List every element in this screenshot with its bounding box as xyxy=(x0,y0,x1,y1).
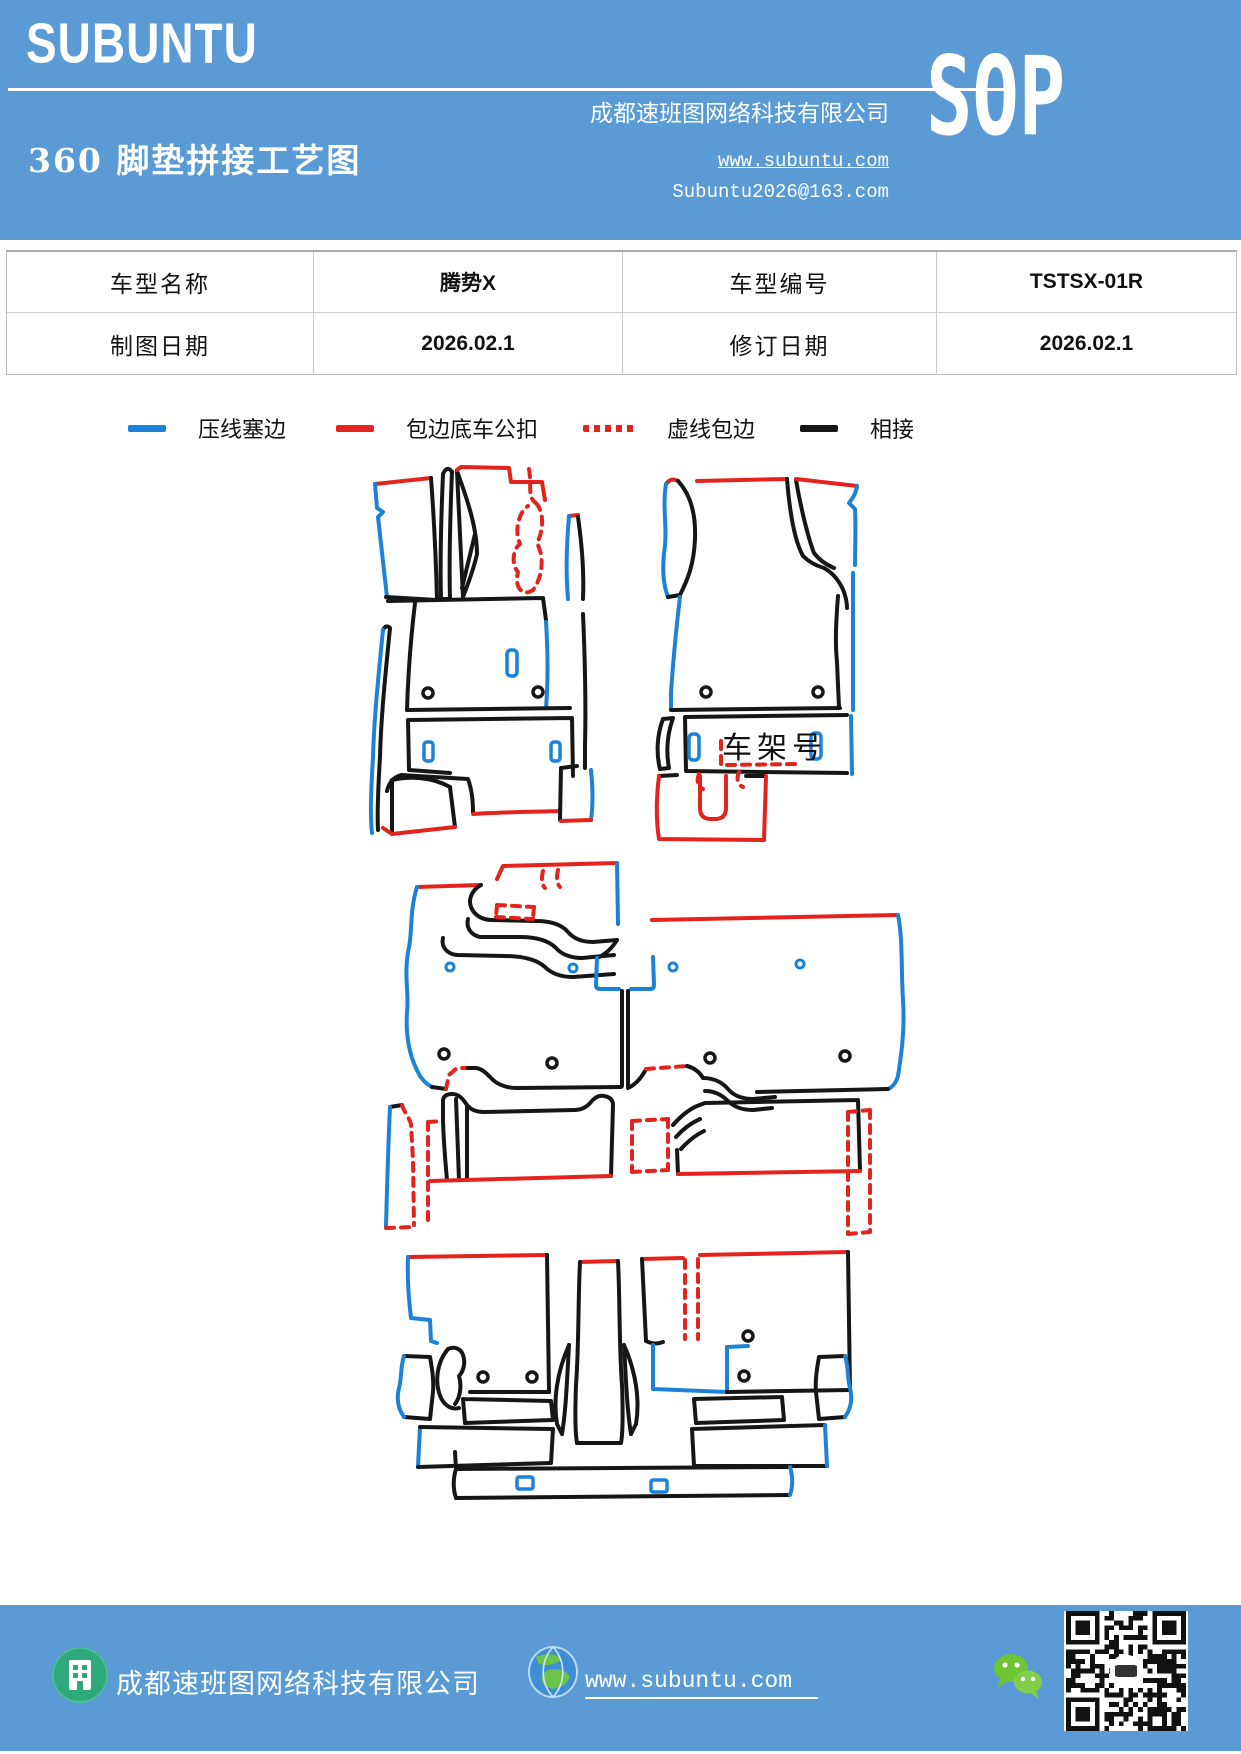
legend-swatch-black-solid xyxy=(800,424,838,432)
table-cell-revdate-value: 2026.02.1 xyxy=(1039,331,1134,355)
table-cell-model-label: 车型名称 xyxy=(7,252,314,313)
front-left-mat xyxy=(368,465,595,836)
wechat-icon xyxy=(994,1654,1042,1699)
page-title: 360 脚垫拼接工艺图 xyxy=(28,141,362,180)
legend-item-join: 相接 xyxy=(800,412,914,444)
legend-swatch-red-solid xyxy=(336,424,374,432)
sop-label: SOP xyxy=(926,34,1066,161)
header-website-link[interactable]: www.subuntu.com xyxy=(717,150,889,172)
legend-swatch-red-dashed xyxy=(583,424,635,432)
frame-number-label: 车架号 xyxy=(722,731,827,766)
connector-strips xyxy=(384,1092,872,1236)
table-cell-code-value: TSTSX-01R xyxy=(937,252,1236,313)
brand-logo-text: SUBUNTU xyxy=(26,11,258,75)
table-cell-model-value: 腾势X xyxy=(314,252,623,313)
header-company-name: 成都速班图网络科技有限公司 xyxy=(590,101,889,127)
header-banner: SUBUNTU 成都速班图网络科技有限公司 SOP 360 脚垫拼接工艺图 ww… xyxy=(0,0,1241,240)
footer-company-name: 成都速班图网络科技有限公司 xyxy=(116,1669,480,1700)
legend-label: 相接 xyxy=(870,418,915,443)
table-cell-drawdate-label: 制图日期 xyxy=(7,313,314,374)
front-right-mat: 车架号 xyxy=(654,477,859,842)
header-divider-line xyxy=(8,88,1008,91)
second-row-mats xyxy=(404,861,906,1112)
legend-label: 包边底车公扣 xyxy=(406,418,539,443)
legend-label: 压线塞边 xyxy=(198,418,287,443)
header-email: Subuntu2026@163.com xyxy=(672,181,889,203)
qr-code xyxy=(1064,1611,1188,1731)
vehicle-info-table: 车型名称 腾势X 车型编号 TSTSX-01R 制图日期 2026.02.1 修… xyxy=(6,250,1237,375)
legend-item-edgebuckle: 包边底车公扣 xyxy=(336,412,538,444)
legend-item-pressline: 压线塞边 xyxy=(128,412,286,444)
building-icon xyxy=(52,1647,108,1703)
footer-website-link[interactable]: www.subuntu.com xyxy=(585,1668,819,1699)
table-cell-drawdate-value: 2026.02.1 xyxy=(314,313,623,374)
footer-banner: 成都速班图网络科技有限公司 www.subuntu.com xyxy=(0,1605,1241,1751)
table-cell-code-label: 车型编号 xyxy=(623,252,937,313)
third-row-mats xyxy=(395,1250,854,1500)
legend-label: 虚线包边 xyxy=(667,418,756,443)
table-cell-revdate-label: 修订日期 xyxy=(623,313,937,374)
globe-icon xyxy=(528,1646,578,1698)
legend-swatch-blue-solid xyxy=(128,424,166,432)
legend-item-dashedwrap: 虚线包边 xyxy=(583,412,755,444)
